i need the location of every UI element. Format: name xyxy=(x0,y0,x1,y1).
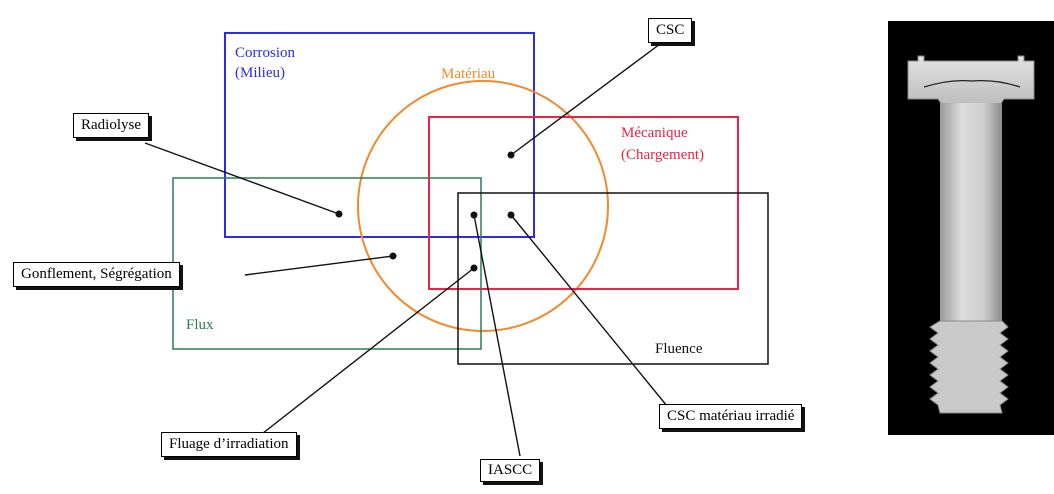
iascc-callout: IASCC xyxy=(480,459,541,482)
csc-irradie-dot xyxy=(507,211,515,219)
corrosion-set-rect xyxy=(224,32,535,238)
csc-irradie-callout: CSC matériau irradié xyxy=(659,404,803,429)
materiau-label: Matériau xyxy=(441,66,496,82)
gonflement-callout: Gonflement, Ségrégation xyxy=(13,262,180,287)
csc-irradie-leader xyxy=(510,214,668,407)
gonflement-dot xyxy=(389,252,397,260)
mecanique-label-line1: Mécanique xyxy=(621,125,688,141)
mecanique-label: Mécanique (Chargement) xyxy=(621,122,704,166)
csc-dot xyxy=(507,151,515,159)
mecanique-label-line2: (Chargement) xyxy=(621,147,705,163)
iascc-dot xyxy=(470,211,478,219)
fluence-set-rect xyxy=(457,192,769,365)
corrosion-label-line2: (Milieu) xyxy=(235,65,285,81)
venn-diagram: Corrosion (Milieu) Matériau Mécanique (C… xyxy=(13,18,803,482)
iascc-leader xyxy=(473,214,521,457)
irradiated-bolt-photo xyxy=(888,21,1054,435)
bolt-thread xyxy=(929,320,1009,414)
radiolyse-dot xyxy=(335,210,343,218)
fluage-dot xyxy=(470,264,478,272)
bolt-shank xyxy=(940,103,1002,321)
diagram-canvas xyxy=(144,32,769,457)
gonflement-leader xyxy=(244,255,394,276)
materiau-set-circle xyxy=(357,80,609,332)
fluage-callout: Fluage d’irradiation xyxy=(161,432,297,457)
csc-callout: CSC xyxy=(648,18,693,43)
radiolyse-callout: Radiolyse xyxy=(73,113,149,138)
csc-leader xyxy=(510,43,661,156)
fluence-label: Fluence xyxy=(655,341,703,357)
corrosion-label-line1: Corrosion xyxy=(235,45,295,61)
radiolyse-leader xyxy=(144,142,340,215)
corrosion-label: Corrosion (Milieu) xyxy=(235,43,295,83)
bolt-crack xyxy=(923,79,1021,88)
flux-label: Flux xyxy=(186,317,214,333)
fluage-leader xyxy=(257,267,475,438)
bolt-illustration xyxy=(907,55,1035,414)
mecanique-set-rect xyxy=(428,116,739,290)
flux-set-rect xyxy=(172,177,482,350)
